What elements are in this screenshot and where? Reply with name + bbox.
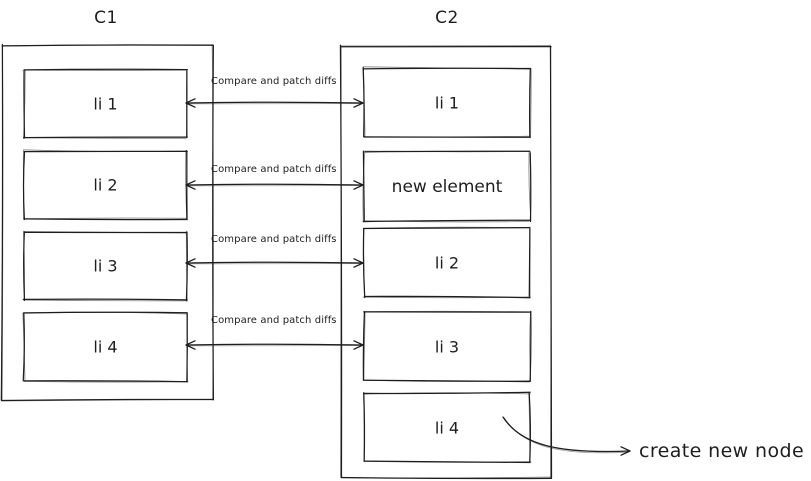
annotation-arrowhead	[620, 446, 631, 456]
annotation-arrow	[502, 416, 631, 456]
container-c2-outline[interactable]	[339, 44, 553, 480]
node-box-c2-1[interactable]	[362, 150, 532, 223]
edge-1[interactable]	[185, 180, 364, 190]
edge-2[interactable]	[185, 258, 364, 268]
edge-3[interactable]	[185, 340, 364, 350]
container-c1[interactable]	[0, 43, 215, 402]
node-box-c1-0[interactable]	[22, 68, 188, 140]
edge-3-arrowhead-left	[185, 340, 196, 350]
edge-0[interactable]	[185, 98, 364, 108]
node-box-c1-1[interactable]	[22, 149, 188, 221]
node-box-c1-2[interactable]	[22, 230, 188, 302]
container-c1-outline[interactable]	[0, 43, 215, 402]
container-c2[interactable]	[339, 44, 553, 480]
node-box-c2-4[interactable]	[363, 391, 532, 464]
node-box-c2-3[interactable]	[362, 310, 532, 383]
edge-2-arrowhead-right	[353, 258, 364, 268]
node-box-c2-0[interactable]	[362, 66, 532, 139]
edge-2-arrowhead-left	[185, 258, 196, 268]
edge-1-arrowhead-right	[353, 180, 364, 190]
node-box-c2-2[interactable]	[362, 226, 531, 299]
edge-0-arrowhead-left	[185, 98, 196, 108]
edge-1-arrowhead-left	[185, 180, 196, 190]
node-box-c1-3[interactable]	[22, 311, 189, 383]
edge-0-arrowhead-right	[353, 98, 364, 108]
edge-3-arrowhead-right	[353, 340, 364, 350]
